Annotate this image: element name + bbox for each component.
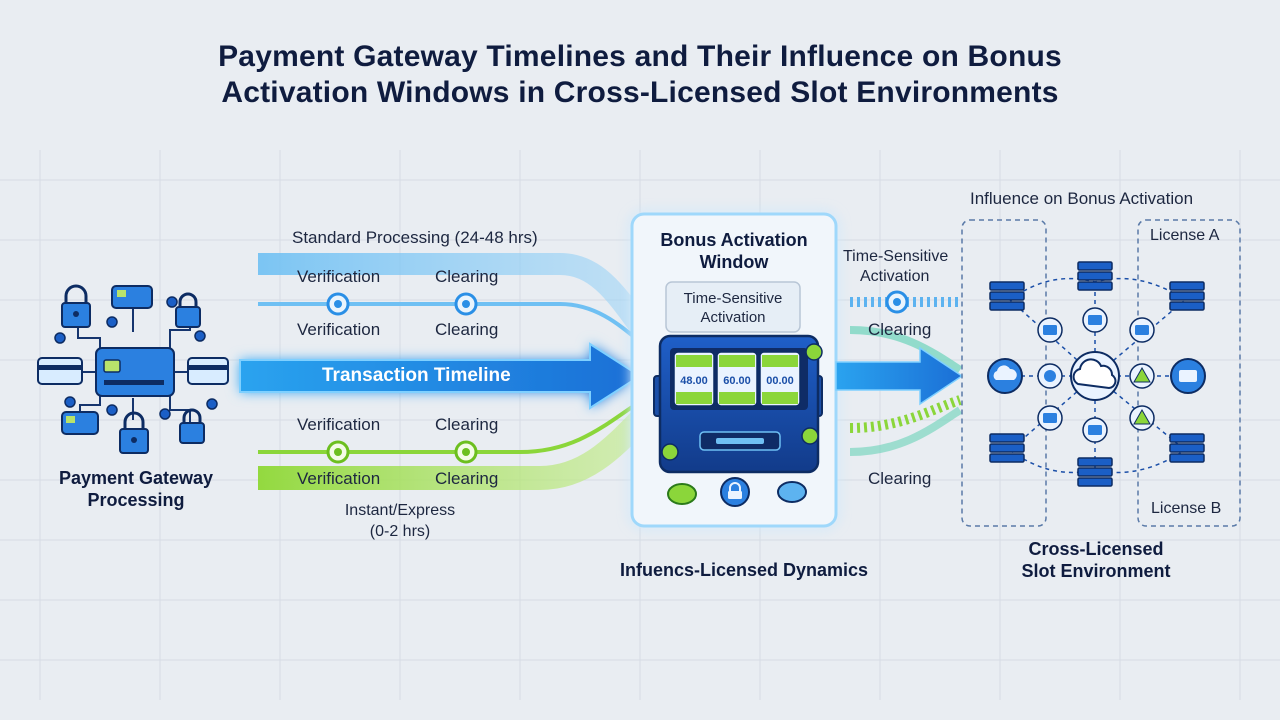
clearing-label: Clearing — [868, 320, 932, 339]
cross-licensed-label: Slot Environment — [1021, 561, 1171, 581]
step-label: Clearing — [435, 267, 499, 286]
bonus-window-title: Window — [699, 252, 769, 272]
cloud-icon — [987, 358, 1023, 394]
page-title: Payment Gateway Timelines and Their Infl… — [218, 40, 1062, 73]
payment-gateway-cluster — [37, 284, 229, 454]
timeline-node — [326, 440, 350, 464]
server-icon — [989, 261, 1205, 487]
cross-licensed-label: Cross-Licensed — [1028, 539, 1164, 559]
lock-icon — [1037, 363, 1063, 389]
step-label: Verification — [297, 415, 381, 434]
timeline-node — [326, 292, 350, 316]
step-label: Verification — [297, 469, 381, 488]
instant-processing-label: Instant/Express — [344, 502, 456, 519]
server-icon — [1037, 405, 1063, 431]
warning-icon — [1129, 363, 1155, 389]
bonus-window-subtitle: Activation — [700, 309, 766, 326]
lock-icon — [119, 411, 149, 454]
license-b-label: License B — [1151, 500, 1222, 517]
credit-card-icon — [187, 357, 229, 385]
step-label: Verification — [297, 320, 381, 339]
server-icon — [1170, 358, 1206, 394]
bonus-window-title: Bonus Activation — [660, 230, 808, 250]
transaction-timeline-label: Transaction Timeline — [322, 365, 511, 386]
right-flow-lines — [835, 290, 964, 456]
lock-icon — [179, 408, 205, 444]
credit-card-icon — [37, 357, 83, 385]
credit-card-icon — [95, 347, 175, 397]
timeline-node — [885, 290, 909, 314]
payment-gateway-label: Processing — [87, 490, 185, 510]
step-label: Clearing — [435, 469, 499, 488]
time-sensitive-label: Time-Sensitive — [843, 248, 949, 265]
server-icon — [1082, 307, 1108, 333]
reel-value: 00.00 — [766, 375, 794, 387]
payment-gateway-label: Payment Gateway — [58, 468, 214, 488]
transaction-timeline-arrow — [239, 342, 642, 410]
instant-processing-label: (0-2 hrs) — [369, 523, 431, 540]
clearing-label: Clearing — [868, 469, 932, 488]
influence-heading: Influence on Bonus Activation — [970, 189, 1194, 208]
reel-value: 60.00 — [723, 375, 751, 387]
server-icon — [1082, 417, 1108, 443]
warning-icon — [1129, 405, 1155, 431]
timeline-node — [454, 440, 478, 464]
page-title: Activation Windows in Cross-Licensed Slo… — [221, 76, 1059, 109]
standard-processing-label: Standard Processing (24-48 hrs) — [292, 228, 538, 247]
credit-card-icon — [111, 285, 153, 309]
coin-icon — [777, 481, 807, 503]
step-label: Clearing — [435, 415, 499, 434]
slot-machine-icon — [653, 334, 823, 474]
coin-icon — [667, 483, 697, 505]
server-icon — [1129, 317, 1155, 343]
reel-value: 48.00 — [680, 375, 708, 387]
lock-icon — [175, 292, 201, 328]
lock-icon — [61, 284, 91, 328]
step-label: Clearing — [435, 320, 499, 339]
license-a-label: License A — [1150, 227, 1220, 244]
lock-icon — [720, 477, 750, 507]
time-sensitive-label: Activation — [860, 268, 930, 285]
timeline-node — [454, 292, 478, 316]
bonus-window-subtitle: Time-Sensitive — [683, 290, 783, 307]
cloud-icon — [1070, 351, 1120, 401]
dynamics-caption: Infuencs-Licensed Dynamics — [619, 560, 869, 580]
server-icon — [1037, 317, 1063, 343]
credit-card-icon — [61, 411, 99, 435]
step-label: Verification — [297, 267, 381, 286]
